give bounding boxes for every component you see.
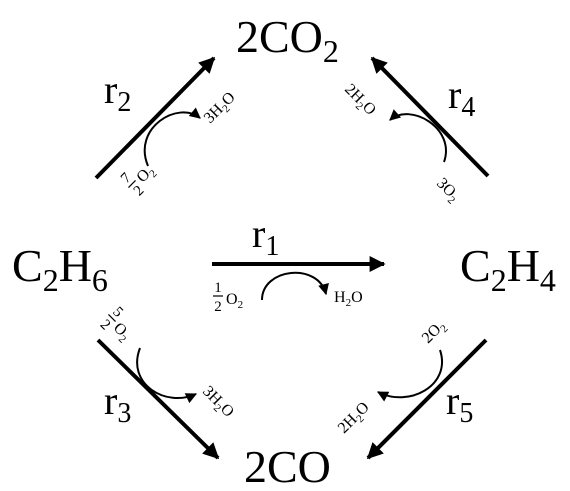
svg-text:2: 2: [214, 299, 222, 315]
species-2co2: 2CO2: [236, 11, 339, 69]
r4-product-h2o: 2H2O: [339, 81, 379, 121]
species-2co: 2CO: [244, 441, 331, 491]
r2-label: r2: [104, 67, 131, 118]
reaction-r1: r1 1 2 O2 H2O: [212, 211, 386, 315]
reaction-r2: r2 7 2 O2 3H2O: [94, 56, 241, 199]
r1-reactant-o2: 1 2 O2: [213, 280, 243, 315]
r3-product-h2o: 3H2O: [197, 383, 237, 423]
r5-side-arrow: [377, 349, 443, 402]
r1-label: r1: [252, 211, 279, 262]
r4-reactant-o2: 3O2: [431, 175, 463, 207]
reaction-r5: r5 2O2 2H2O: [335, 317, 488, 460]
svg-text:1: 1: [214, 280, 222, 296]
r1-side-arrow: [261, 271, 329, 301]
reaction-r4: r4 3O2 2H2O: [339, 56, 490, 207]
r3-side-arrow: [136, 347, 197, 404]
r2-side-arrow: [143, 107, 201, 167]
r3-main-arrow: [96, 338, 220, 460]
r2-main-arrow: [94, 56, 216, 180]
r5-main-arrow: [366, 338, 488, 460]
r2-reactant-o2: 7 2 O2: [118, 166, 160, 199]
r2-product-h2o: 3H2O: [201, 89, 241, 129]
species-c2h6: C2H6: [12, 240, 108, 298]
r3-label: r3: [104, 378, 131, 429]
r5-product-h2o: 2H2O: [335, 399, 375, 439]
r4-label: r4: [448, 72, 475, 123]
species-c2h4: C2H4: [460, 240, 556, 298]
r5-reactant-o2: 2O2: [419, 317, 451, 349]
r4-main-arrow: [370, 56, 490, 178]
reaction-r3: r3 5 2 O2 3H2O: [96, 304, 237, 460]
r5-label: r5: [446, 378, 473, 429]
r1-product-h2o: H2O: [334, 289, 363, 309]
svg-text:O2: O2: [226, 291, 243, 311]
r4-side-arrow: [389, 109, 447, 163]
